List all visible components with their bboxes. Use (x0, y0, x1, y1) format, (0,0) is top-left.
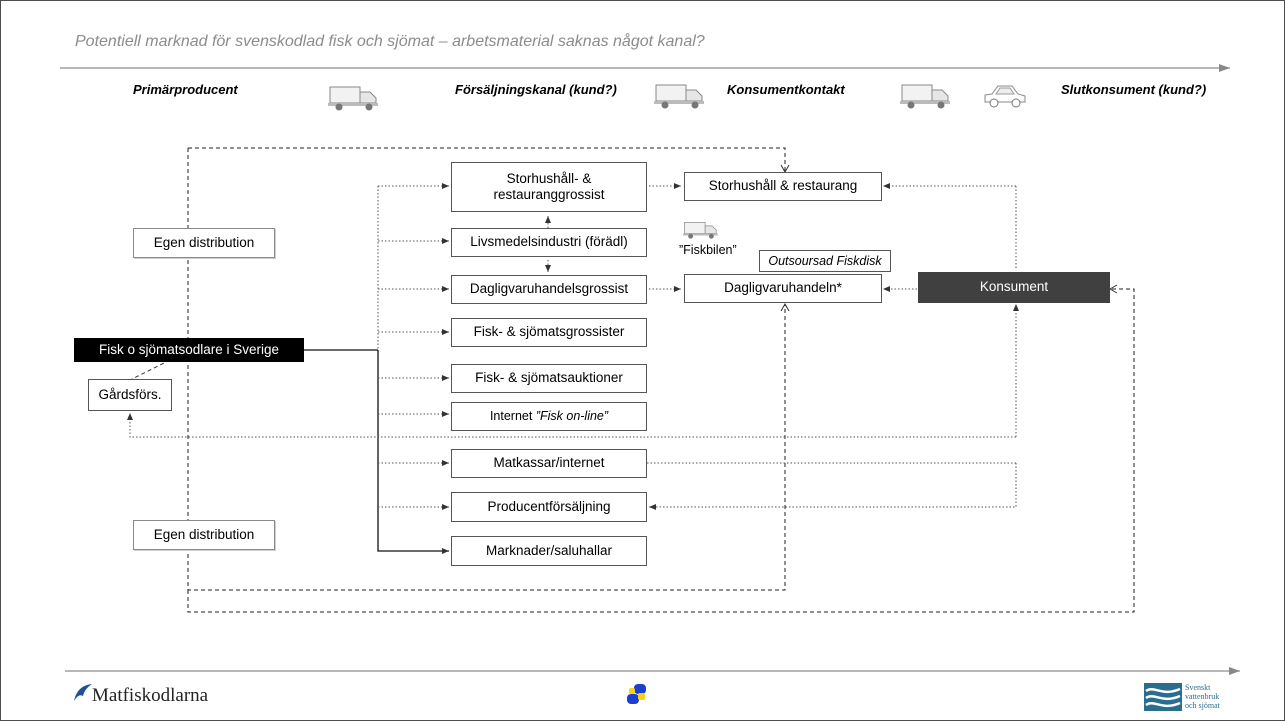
grocery-box: Dagligvaruhandeln* (684, 274, 882, 303)
catering-wholesale-box: Storhushåll- & restauranggrossist (451, 162, 647, 212)
column-header-channel: Försäljningskanal (kund?) (455, 82, 617, 97)
brand-name-2: Svenskt vattenbruk och sjömat (1185, 683, 1220, 710)
producer-box: Fisk o sjömatsodlare i Sverige (74, 338, 304, 362)
truck-icon (900, 84, 950, 109)
car-icon (984, 85, 1026, 108)
internet-italic-label: ”Fisk on-line” (535, 409, 609, 423)
fish-van-label: ”Fiskbilen” (679, 243, 737, 257)
truck-icon (328, 86, 378, 111)
puzzle-logo-icon (627, 684, 646, 704)
fish-auction-box: Fisk- & sjömatsauktioner (451, 364, 647, 393)
own-distribution-bottom-box: Egen distribution (133, 520, 275, 550)
truck-icon (654, 84, 704, 109)
wave-logo-icon (1144, 683, 1182, 711)
farm-sales-box: Gårdsförs. (88, 379, 172, 411)
outsourced-fish-counter-box: Outsoursad Fiskdisk (759, 250, 891, 272)
bird-logo-icon (74, 684, 92, 701)
grocery-wholesale-box: Dagligvaruhandelsgrossist (451, 275, 647, 304)
producer-sales-box: Producentförsäljning (451, 492, 647, 522)
internet-label: Internet (489, 409, 536, 423)
fish-wholesale-box: Fisk- & sjömatsgrossister (451, 318, 647, 347)
internet-box: Internet ”Fisk on-line” (451, 402, 647, 431)
food-boxes-box: Matkassar/internet (451, 449, 647, 478)
catering-box: Storhushåll & restaurang (684, 172, 882, 201)
slide-title: Potentiell marknad för svenskodlad fisk … (75, 33, 705, 50)
food-industry-box: Livsmedelsindustri (förädl) (451, 228, 647, 257)
markets-box: Marknader/saluhallar (451, 536, 647, 566)
brand-name: Matfiskodlarna (92, 685, 209, 706)
column-header-end: Slutkonsument (kund?) (1061, 82, 1207, 97)
column-header-contact: Konsumentkontakt (727, 82, 845, 97)
truck-icon (683, 222, 718, 239)
consumer-box: Konsument (918, 272, 1110, 303)
column-header-primary: Primärproducent (133, 82, 238, 97)
own-distribution-top-box: Egen distribution (133, 228, 275, 258)
